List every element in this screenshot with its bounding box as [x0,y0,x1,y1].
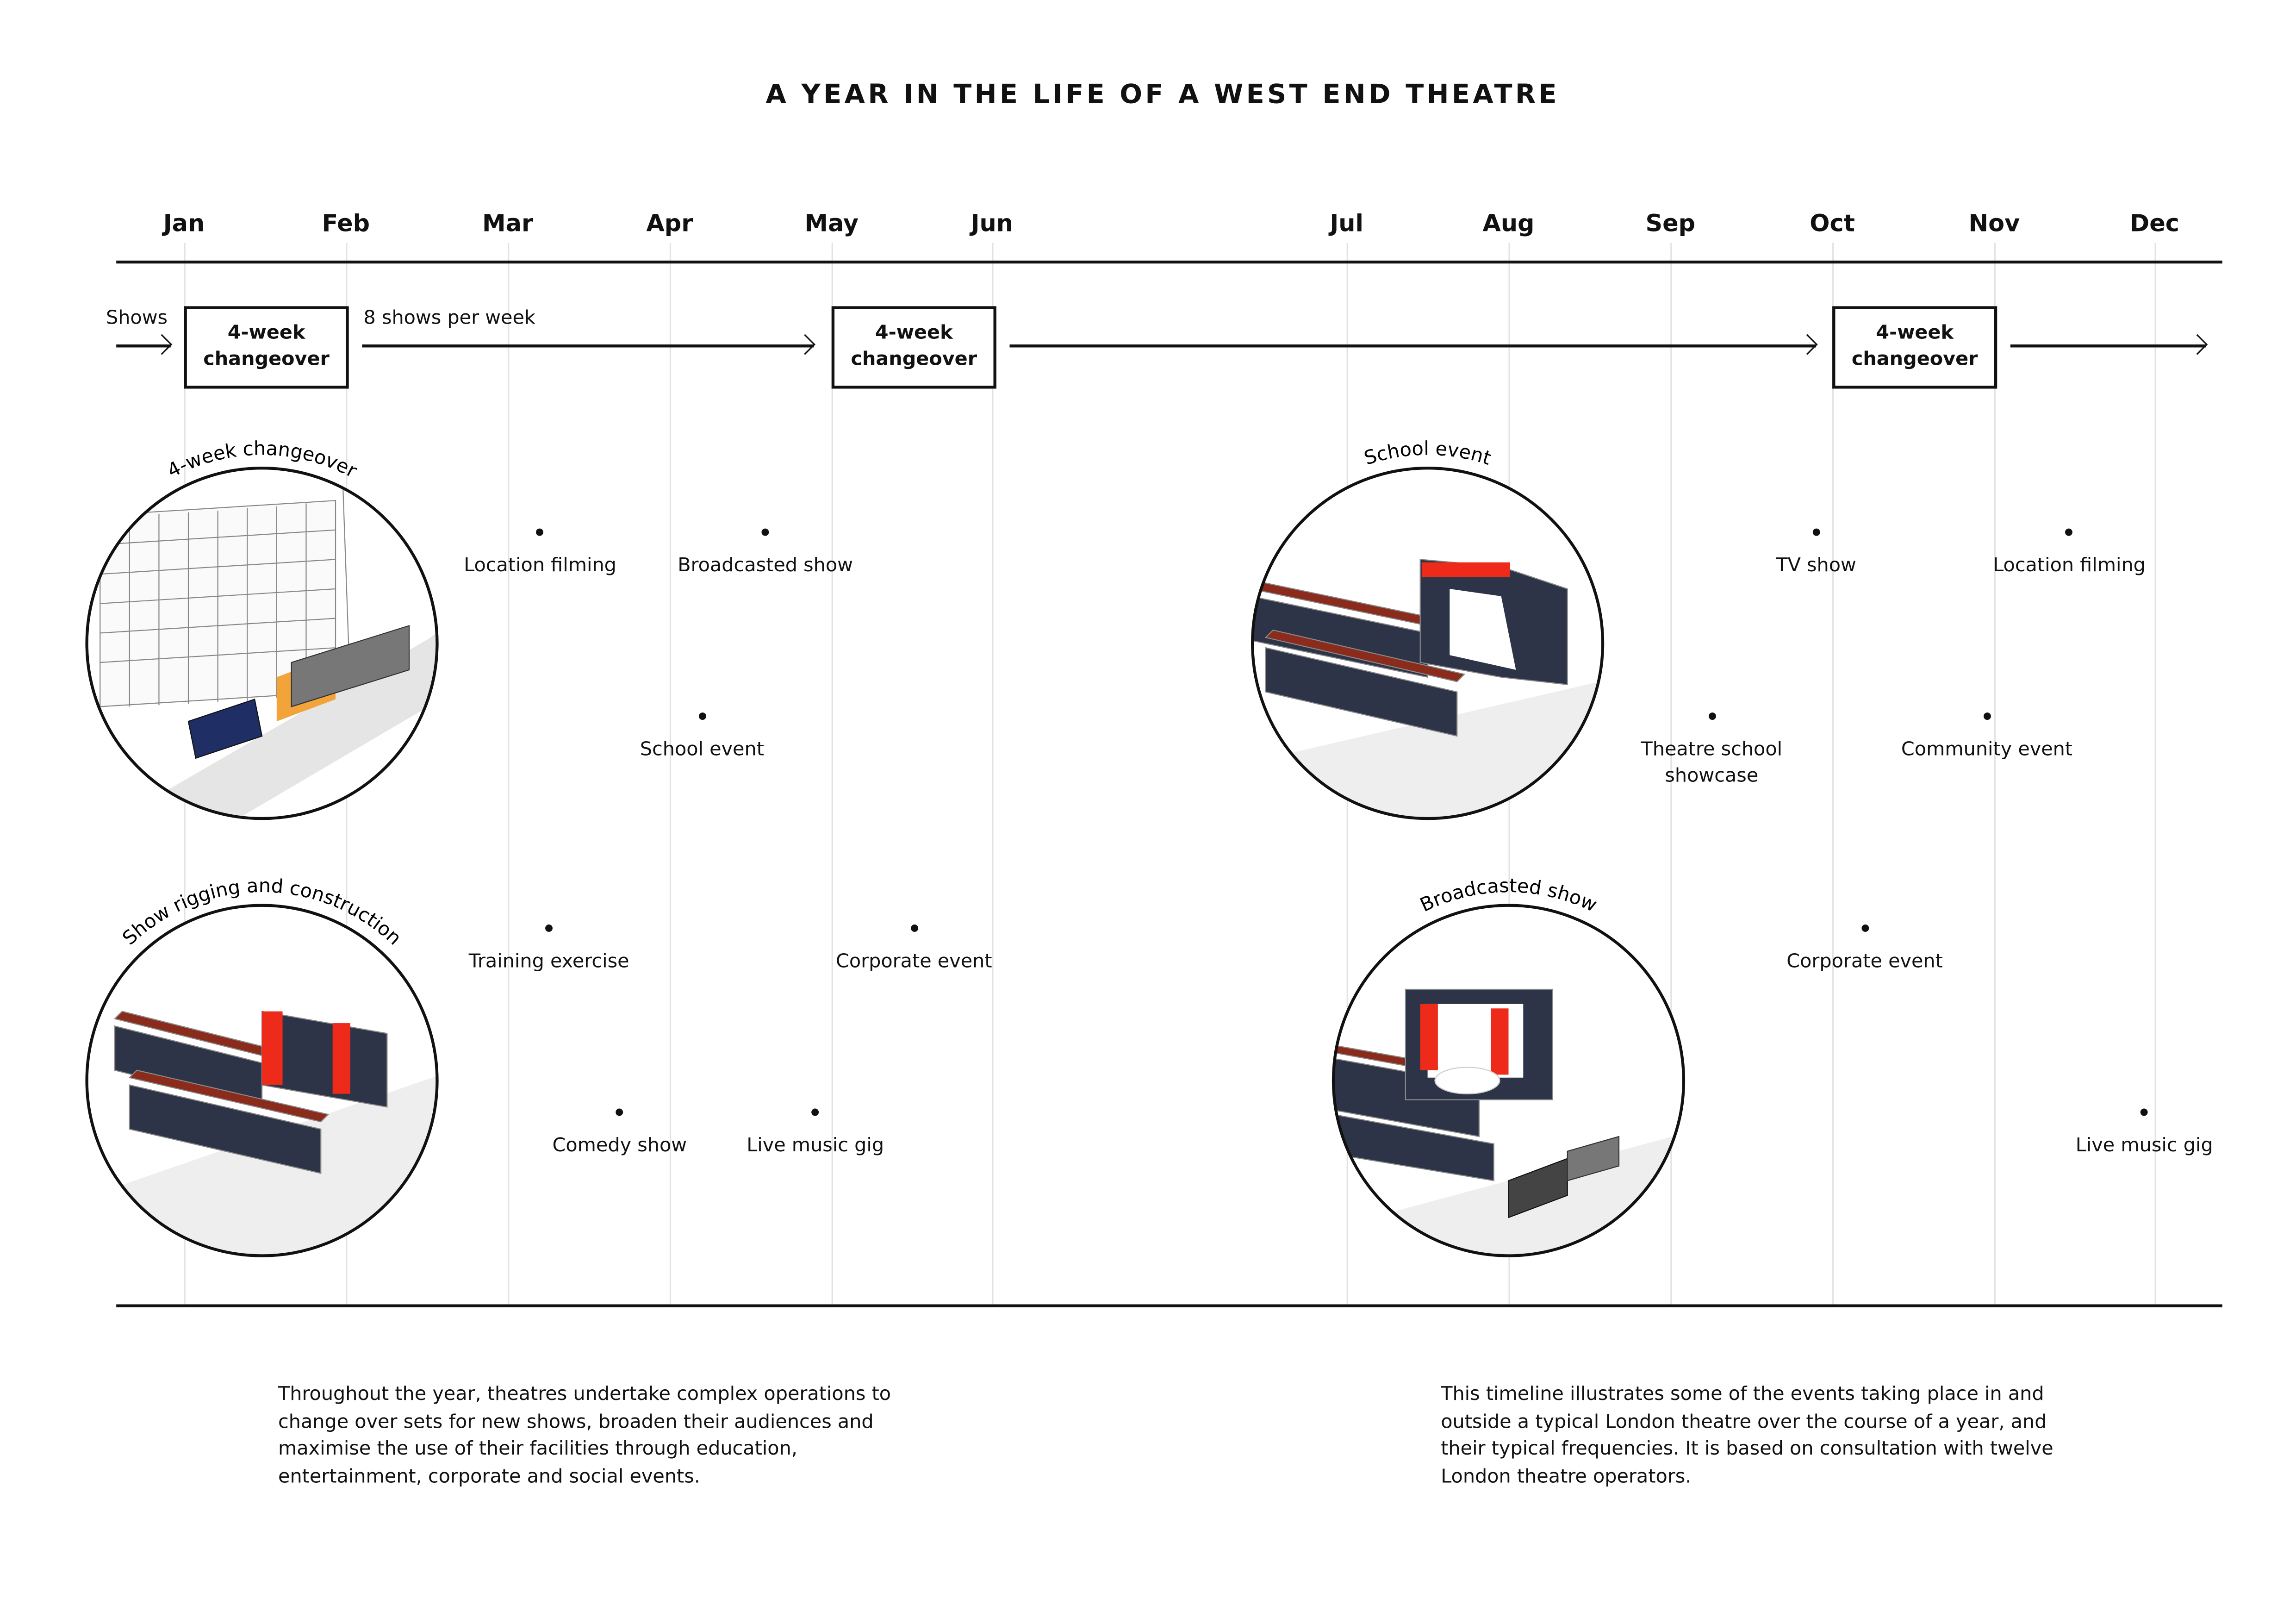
arrow [362,344,814,347]
illustration-changeover: 4-week changeover [85,437,439,820]
grid-line [1994,243,1996,1306]
dot-icon [698,712,706,720]
event-label: Live music gig [747,1135,884,1157]
box-line: changeover [203,349,330,371]
dot-icon [1708,712,1716,720]
changeover-box: 4-week changeover [1832,306,1997,389]
event-marker: School event [640,712,764,764]
arrow [116,344,171,347]
dot-icon [2066,528,2073,536]
grid-line [669,243,672,1306]
shows-per-week-label: 8 shows per week [363,307,535,330]
event-marker: Community event [1901,712,2072,764]
event-label: Training exercise [468,951,629,973]
illustration-broadcasted-show: Broadcasted show [1332,874,1686,1257]
month-jun: Jun [971,209,1013,237]
grid-line [2154,243,2156,1306]
event-label: Theatre school showcase [1641,739,1783,788]
dot-icon [1812,528,1820,536]
event-marker: Corporate event [1786,924,1943,976]
month-jul: Jul [1330,209,1363,237]
box-line: 4-week [227,322,305,345]
event-label: Community event [1901,739,2073,762]
dot-icon [616,1108,623,1116]
changeover-box: 4-week changeover [831,306,996,389]
event-label: Corporate event [835,951,992,973]
month-apr: Apr [646,209,693,237]
dot-icon [1861,924,1869,932]
grid-line [508,243,510,1306]
month-dec: Dec [2130,209,2179,237]
dot-icon [1983,712,1991,720]
illustration-label: School event [1362,437,1494,469]
event-marker: Location filming [464,528,616,580]
event-label: Location filming [464,555,616,577]
month-nov: Nov [1968,209,2020,237]
event-marker: Live music gig [2075,1108,2213,1160]
event-marker: Broadcasted show [678,528,853,580]
method-paragraph: This timeline illustrates some of the ev… [1441,1384,2053,1488]
shows-label: Shows [106,307,168,330]
month-feb: Feb [322,209,370,237]
month-oct: Oct [1810,209,1855,237]
event-label: Corporate event [1786,951,1943,973]
event-label: School event [640,739,764,762]
event-label: Location filming [1993,555,2146,577]
event-marker: Theatre school showcase [1630,712,1792,791]
grid-line [831,243,833,1306]
event-label: Broadcasted show [678,555,853,577]
box-line: 4-week [1876,322,1954,345]
grid-line [1832,243,1834,1306]
page-title: A YEAR IN THE LIFE OF A WEST END THEATRE [765,79,1560,111]
event-marker: Comedy show [552,1108,687,1160]
dot-icon [811,1108,819,1116]
month-aug: Aug [1482,209,1535,237]
dot-icon [910,924,918,932]
dot-icon [761,528,769,536]
bottom-rule [116,1304,2222,1307]
event-marker: Live music gig [747,1108,884,1160]
dot-icon [536,528,544,536]
box-line: changeover [1851,349,1978,371]
dot-icon [545,924,553,932]
intro-paragraph: Throughout the year, theatres undertake … [278,1384,891,1488]
month-may: May [804,209,859,237]
month-mar: Mar [482,209,534,237]
month-sep: Sep [1645,209,1696,237]
dot-icon [2140,1108,2148,1116]
illustration-rigging: Show rigging and construction [85,874,439,1257]
event-label: Live music gig [2075,1135,2213,1157]
grid-line [992,243,994,1306]
event-marker: Corporate event [836,924,992,976]
month-jan: Jan [163,209,205,237]
illustration-school-event: School event [1251,437,1605,820]
top-rule [116,260,2222,263]
arrow [2010,344,2206,347]
event-marker: Training exercise [469,924,629,976]
box-line: 4-week [875,322,953,345]
grid-line [1670,243,1672,1306]
event-marker: TV show [1776,528,1856,580]
event-label: TV show [1776,555,1856,577]
box-line: changeover [851,349,977,371]
arrow [1009,344,1817,347]
event-label: Comedy show [552,1135,687,1157]
event-marker: Location filming [1993,528,2146,580]
changeover-box: 4-week changeover [184,306,349,389]
